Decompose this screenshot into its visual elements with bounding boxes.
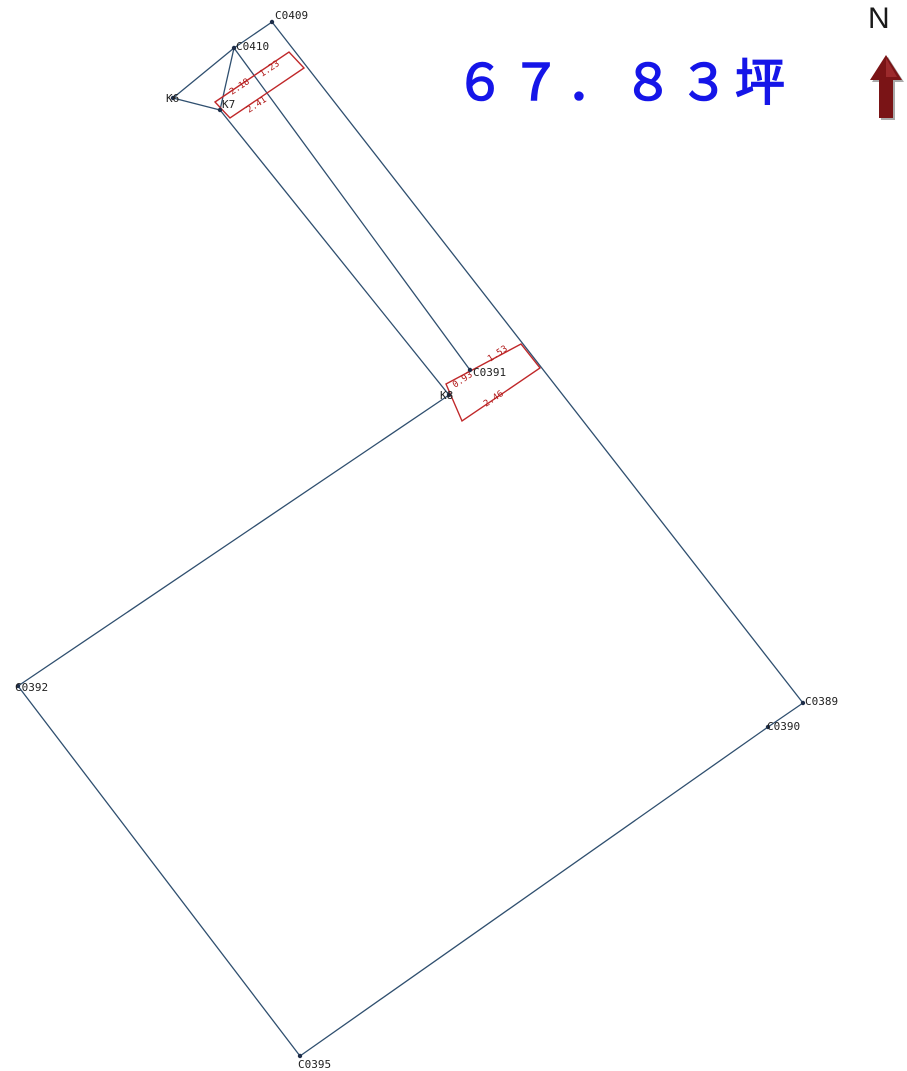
point-label-c0410: C0410 <box>236 40 269 53</box>
point-label-k7: K7 <box>222 98 235 111</box>
point-label-c0392: C0392 <box>15 681 48 694</box>
passage-center-line <box>233 47 471 371</box>
point-label-k8: K8 <box>440 389 453 402</box>
point-marker-c0410 <box>231 45 237 51</box>
point-marker-c0395 <box>297 1053 303 1059</box>
point-markers <box>15 19 806 1059</box>
dimension-label-top-a: 2.18 <box>228 77 252 97</box>
area-label: ６７．８３坪 <box>455 54 791 112</box>
point-label-k6: K6 <box>166 92 179 105</box>
boundary-line-c0410-k6 <box>172 47 235 99</box>
dimension-boxes <box>213 51 542 423</box>
dimension-box-middle <box>445 343 542 423</box>
north-label: N <box>868 2 890 35</box>
point-marker-k7 <box>217 107 223 113</box>
point-marker-k6 <box>170 95 176 101</box>
point-marker-c0389 <box>800 700 806 706</box>
point-label-c0391: C0391 <box>473 366 506 379</box>
dimension-box-top <box>213 51 306 119</box>
point-marker-c0391 <box>467 367 473 373</box>
point-label-c0409: C0409 <box>275 9 308 22</box>
dimension-label-mid-a: 0.93 <box>451 370 475 390</box>
boundary-north-line <box>233 21 273 49</box>
boundary-line-c0410-k7 <box>219 47 235 111</box>
point-marker-k8 <box>446 392 452 398</box>
boundary-lines <box>17 21 804 1057</box>
point-label-c0390: C0390 <box>767 720 800 733</box>
dimension-label-mid-b: 1.53 <box>486 344 510 364</box>
boundary-line-c0395-c0390 <box>299 726 769 1057</box>
point-label-c0395: C0395 <box>298 1058 331 1071</box>
boundary-line-k8-c0392 <box>17 394 450 687</box>
dimension-label-top-b: 1.23 <box>258 59 282 79</box>
dimension-label-top-c: 2.41 <box>245 95 269 115</box>
passage-west-line <box>219 109 450 396</box>
dimension-label-mid-c: 2.46 <box>482 389 506 409</box>
point-marker-c0409 <box>269 19 275 25</box>
north-arrow-icon <box>870 55 904 120</box>
boundary-line-c0390-c0389 <box>767 702 804 728</box>
boundary-line-c0392-c0395 <box>17 685 301 1057</box>
point-marker-c0390 <box>765 724 771 730</box>
boundary-line-k6-k7 <box>172 97 221 111</box>
boundary-east-line <box>271 21 804 704</box>
point-labels: C0409 C0410 K6 K7 K8 C0391 C0392 C0389 C… <box>15 9 838 1071</box>
point-marker-c0392 <box>15 683 21 689</box>
point-label-c0389: C0389 <box>805 695 838 708</box>
